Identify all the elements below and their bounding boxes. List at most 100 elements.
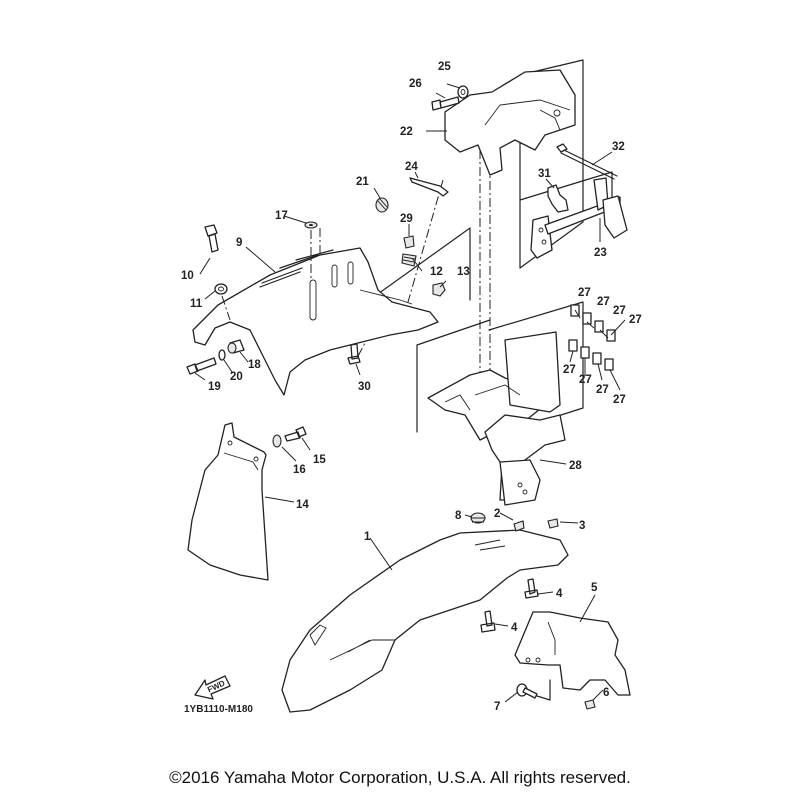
part-24-clip[interactable]	[409, 177, 449, 197]
fwd-arrow-icon: FWD	[194, 675, 231, 700]
part-30-bolt[interactable]	[347, 343, 361, 365]
callout-15[interactable]: 15	[313, 454, 326, 466]
callout-24[interactable]: 24	[405, 161, 418, 173]
callout-5[interactable]: 5	[591, 582, 598, 594]
callout-25[interactable]: 25	[438, 61, 451, 73]
bracket-frame	[519, 59, 584, 269]
callout-7[interactable]: 7	[494, 701, 500, 713]
callout-17[interactable]: 17	[275, 210, 288, 222]
part-3-nut[interactable]	[547, 518, 559, 529]
callout-9[interactable]: 9	[236, 237, 242, 249]
callout-16[interactable]: 16	[293, 464, 306, 476]
part-16-washer[interactable]	[272, 434, 282, 448]
callout-27c[interactable]: 27	[613, 305, 626, 317]
part-31-clamp[interactable]	[547, 184, 569, 213]
callout-21[interactable]: 21	[356, 176, 369, 188]
leader-line-13	[439, 280, 447, 288]
callout-22[interactable]: 22	[400, 126, 413, 138]
callout-11[interactable]: 11	[190, 298, 203, 310]
callout-29[interactable]: 29	[400, 213, 413, 225]
callout-27a[interactable]: 27	[578, 287, 591, 299]
part-1-front-fender[interactable]	[281, 529, 569, 713]
part-22-tail-bracket[interactable]	[444, 69, 576, 176]
leader-line-32	[591, 151, 613, 166]
leader-line-4a	[537, 591, 554, 595]
callout-10[interactable]: 10	[181, 270, 194, 282]
callout-14[interactable]: 14	[296, 499, 309, 511]
leader-line-7	[504, 691, 519, 703]
part-14-mud-flap[interactable]	[187, 422, 269, 581]
leader-line-30	[355, 363, 361, 376]
callout-2[interactable]: 2	[494, 508, 500, 520]
part-11-collar[interactable]	[214, 283, 231, 321]
leader-line-5	[579, 594, 596, 623]
drawing-code: 1YB1110-M180	[184, 704, 253, 715]
callout-27e[interactable]: 27	[563, 364, 576, 376]
part-32-long-bolt[interactable]	[556, 143, 618, 180]
leader-line-9	[245, 246, 276, 273]
part-29-nut[interactable]	[403, 235, 415, 249]
part-15-bolt[interactable]	[284, 426, 307, 442]
part-2-nut[interactable]	[513, 520, 525, 532]
part-5-fork-guard[interactable]	[514, 611, 631, 696]
leader-line-28	[539, 459, 567, 465]
callout-26[interactable]: 26	[409, 78, 422, 90]
callout-8[interactable]: 8	[455, 510, 462, 522]
leader-line-14	[264, 496, 295, 503]
callout-27g[interactable]: 27	[596, 384, 609, 396]
leader-line-12	[411, 257, 423, 272]
part-4-bolt-a[interactable]	[524, 578, 539, 599]
part-21-grommet[interactable]	[375, 197, 389, 213]
part-20-washer[interactable]	[218, 349, 226, 361]
leader-line-15	[301, 437, 311, 451]
leader-line-27c	[599, 329, 609, 339]
leader-line-3	[559, 521, 579, 524]
part-13-cap[interactable]	[432, 282, 446, 297]
callout-31[interactable]: 31	[538, 168, 551, 180]
callout-20[interactable]: 20	[230, 371, 243, 383]
leader-line-27d	[610, 319, 626, 336]
callout-27f[interactable]: 27	[579, 374, 592, 386]
callout-27d[interactable]: 27	[629, 314, 642, 326]
callout-28[interactable]: 28	[569, 460, 582, 472]
part-8-grommet[interactable]	[470, 512, 486, 524]
callout-30[interactable]: 30	[358, 381, 371, 393]
callout-19[interactable]: 19	[208, 381, 221, 393]
part-17-washer[interactable]	[304, 221, 318, 278]
leader-line-6	[592, 689, 604, 701]
leader-line-21	[373, 187, 381, 199]
part-6-nut[interactable]	[584, 699, 596, 710]
callout-12[interactable]: 12	[430, 266, 443, 278]
part-23-bracket[interactable]	[530, 177, 628, 259]
leader-line-27a	[574, 309, 581, 319]
part-26-bolt[interactable]	[431, 96, 460, 111]
callout-13[interactable]: 13	[457, 266, 470, 278]
leader-line-20	[223, 359, 233, 373]
copyright-notice: ©2016 Yamaha Motor Corporation, U.S.A. A…	[169, 768, 631, 787]
part-7-bolt[interactable]	[516, 679, 551, 701]
part-4-bolt-b[interactable]	[480, 610, 496, 633]
part-10-bolt[interactable]	[204, 224, 219, 253]
callout-27h[interactable]: 27	[613, 394, 626, 406]
callout-4a[interactable]: 4	[556, 588, 563, 600]
leader-line-25	[446, 83, 461, 89]
leader-line-27b	[586, 321, 595, 329]
part-19-bolt[interactable]	[186, 357, 217, 375]
callout-1[interactable]: 1	[364, 531, 371, 543]
leader-line-17	[283, 215, 307, 224]
callout-4b[interactable]: 4	[511, 622, 518, 634]
part-25-collar[interactable]	[457, 85, 469, 99]
callout-6[interactable]: 6	[603, 687, 609, 699]
part-18-collar[interactable]	[227, 339, 245, 354]
part-9-rear-fender[interactable]	[192, 247, 439, 396]
callout-32[interactable]: 32	[612, 141, 625, 153]
callout-23[interactable]: 23	[594, 247, 607, 259]
leader-line-27h	[609, 369, 621, 391]
part-12-grommet[interactable]	[401, 253, 417, 267]
callout-27b[interactable]: 27	[597, 296, 610, 308]
leader-line-11	[204, 290, 216, 300]
callout-18[interactable]: 18	[248, 359, 261, 371]
callout-3[interactable]: 3	[579, 520, 585, 532]
part-28-tail-holder[interactable]	[427, 331, 566, 506]
